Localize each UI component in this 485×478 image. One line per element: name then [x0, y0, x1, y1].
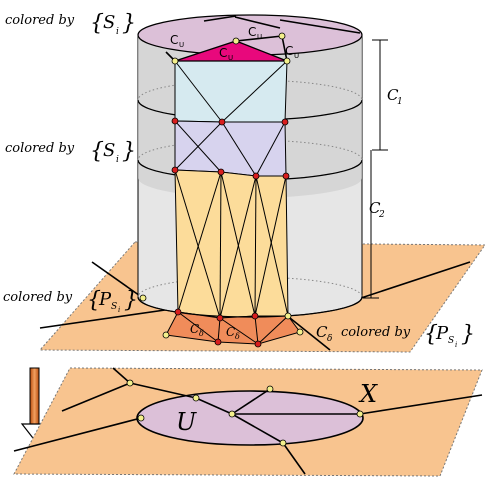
- svg-text:U: U: [294, 52, 299, 60]
- lower-ellipse: [136, 390, 364, 446]
- brace-close-3: }: [124, 288, 138, 313]
- label-c2-sub: 2: [378, 210, 385, 220]
- bottom-edges: [177, 311, 289, 345]
- prism-edges: [174, 60, 289, 319]
- set-s-sub-2: i: [116, 155, 119, 165]
- height-brackets: [363, 39, 388, 299]
- brace-close-1: }: [122, 11, 136, 36]
- svg-text:C: C: [248, 25, 256, 39]
- set-p-sub-1: S: [111, 302, 117, 312]
- svg-text:U: U: [228, 54, 233, 62]
- set-s-1: S: [103, 12, 115, 33]
- label-cdelta-1: C: [190, 322, 199, 336]
- brace-close-2: }: [122, 139, 136, 164]
- label-cdelta-2-sub: δ: [235, 332, 240, 341]
- nodes-red: [171, 117, 290, 348]
- label-cdelta-right-sub: δ: [327, 334, 332, 344]
- label-u: U: [176, 408, 197, 436]
- face-lavender: [174, 120, 287, 177]
- svg-text:U: U: [179, 41, 184, 49]
- set-p-1: P: [98, 289, 112, 310]
- label-cdelta-2: C: [226, 325, 235, 339]
- label-colored-by-mid: colored by: [5, 141, 75, 156]
- set-p-sub-2: S: [448, 336, 454, 346]
- nodes-yellow: [139, 32, 304, 339]
- top-edges: [203, 15, 361, 34]
- set-p-2: P: [435, 323, 449, 344]
- top-magenta-triangle: [174, 40, 288, 62]
- set-p-subsub-1: i: [118, 306, 120, 314]
- label-x: X: [358, 380, 378, 408]
- set-s-2: S: [103, 140, 115, 161]
- brace-open-4: {: [424, 322, 438, 347]
- label-c1: C: [387, 86, 399, 104]
- svg-text:U: U: [257, 33, 262, 41]
- brace-open-2: {: [90, 139, 104, 164]
- brace-open-1: {: [90, 11, 104, 36]
- label-c2: C: [369, 199, 381, 217]
- label-cdelta-right: C: [316, 323, 328, 341]
- face-cyan: [174, 60, 288, 123]
- set-s-sub-1: i: [116, 27, 119, 37]
- label-colored-by-right: colored by: [341, 325, 411, 340]
- lower-nodes: [126, 379, 364, 447]
- cylinder-bottom-arc: [137, 296, 363, 318]
- upper-plane-edges: [39, 261, 471, 351]
- label-colored-by-top: colored by: [5, 13, 75, 28]
- svg-text:C: C: [219, 46, 227, 60]
- label-c1-sub: 1: [397, 97, 403, 107]
- set-p-subsub-2: i: [455, 341, 457, 349]
- brace-close-4: }: [461, 322, 475, 347]
- label-colored-by-plane: colored by: [3, 290, 73, 305]
- svg-text:C: C: [285, 44, 293, 58]
- lower-edges: [13, 367, 483, 475]
- label-cdelta-1-sub: δ: [199, 329, 204, 338]
- svg-text:C: C: [170, 33, 178, 47]
- brace-open-3: {: [87, 288, 101, 313]
